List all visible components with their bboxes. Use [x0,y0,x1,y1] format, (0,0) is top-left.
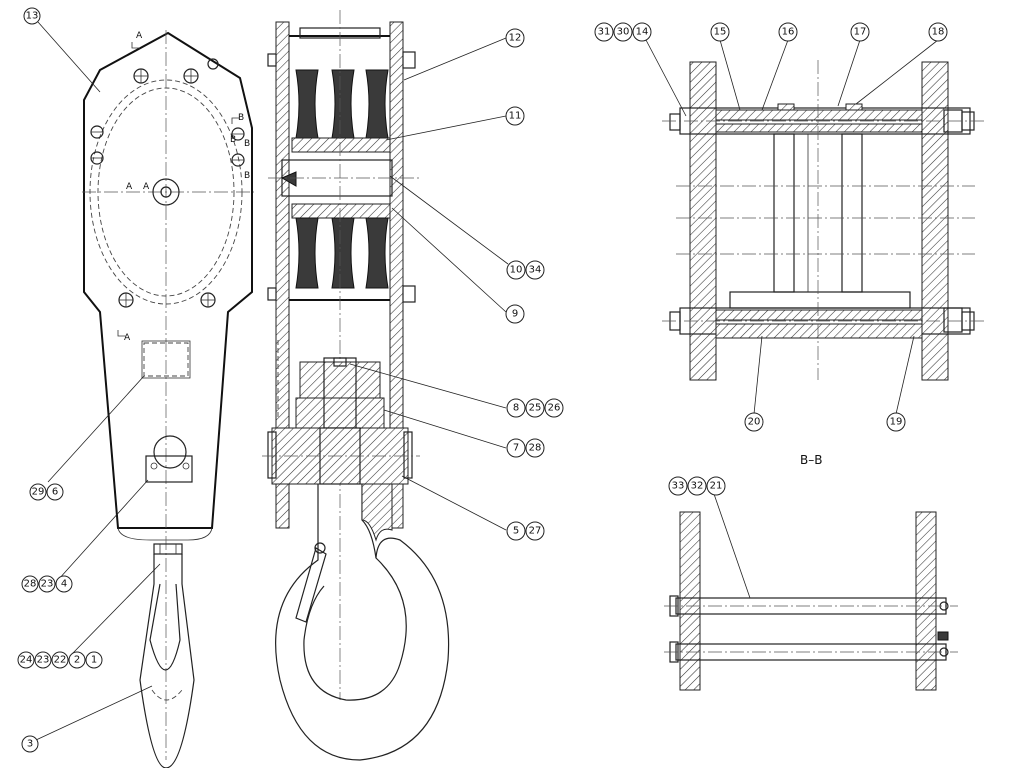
svg-text:2: 2 [74,655,80,666]
section-b-b-title: B–B [800,453,822,467]
callout-28-23-4: 28 23 4 [21,575,73,593]
bb-top-shaft [662,103,985,135]
section-mark-a-top: A [136,31,143,41]
bolt-holes [90,58,245,308]
svg-text:9: 9 [512,309,518,320]
svg-text:5: 5 [513,526,519,537]
callout-24-23-22-2-1: 24 23 22 2 1 [17,651,103,669]
front-view: A A A A B B B B [82,30,254,768]
side-section-view [262,10,450,761]
lower-sheaves [291,203,391,289]
callout-19: 19 [886,412,906,432]
svg-text:20: 20 [748,417,761,428]
svg-text:14: 14 [636,27,649,38]
svg-text:6: 6 [52,487,58,498]
right-side-plate [389,21,404,529]
svg-text:27: 27 [529,526,542,537]
callout-15: 15 [710,22,730,42]
svg-text:18: 18 [932,27,945,38]
callout-18: 18 [928,22,948,42]
left-side-plate [275,21,290,529]
axle-boss [152,178,180,206]
svg-text:11: 11 [509,111,522,122]
callout-31-30-14: 31 30 14 [594,22,652,42]
svg-text:30: 30 [617,27,630,38]
callout-16: 16 [778,22,798,42]
svg-text:8: 8 [513,403,519,414]
callout-33-32-21: 33 32 21 [668,476,726,496]
hook-side [275,483,450,761]
callout-7-28: 7 28 [506,438,545,458]
section-mark-a-right: A [143,182,150,192]
svg-text:33: 33 [672,481,685,492]
callout-17: 17 [850,22,870,42]
svg-text:23: 23 [37,655,50,666]
pin-right-plate [915,511,937,691]
crosshead-hole [153,435,187,469]
svg-text:12: 12 [509,33,522,44]
crosshead-bracket [145,455,193,483]
callout-3: 3 [21,735,39,753]
leader-lines [35,21,939,741]
svg-text:22: 22 [54,655,67,666]
svg-text:16: 16 [782,27,795,38]
svg-text:13: 13 [26,11,39,22]
callout-20: 20 [744,412,764,432]
svg-text:21: 21 [710,481,723,492]
section-mark-b4: B [244,171,250,181]
section-mark-a-left: A [126,182,133,192]
callout-11: 11 [505,106,525,126]
svg-text:26: 26 [548,403,561,414]
section-mark-b2: B [244,139,250,149]
callout-5-27: 5 27 [506,521,545,541]
svg-text:32: 32 [691,481,704,492]
pin-left-plate [679,511,701,691]
svg-text:10: 10 [510,265,523,276]
svg-text:25: 25 [529,403,542,414]
svg-text:17: 17 [854,27,867,38]
section-mark-a-lower: A [124,333,131,343]
callout-12: 12 [505,28,525,48]
svg-text:15: 15 [714,27,727,38]
callout-8-25-26: 8 25 26 [506,398,564,418]
svg-text:23: 23 [41,579,54,590]
upper-sheaves [291,69,391,153]
svg-text:28: 28 [529,443,542,454]
callout-10-34: 10 34 [506,260,545,280]
callout-bubbles: 13 12 11 10 34 9 8 25 26 7 28 5 27 29 [17,7,948,753]
svg-text:28: 28 [24,579,37,590]
svg-text:34: 34 [529,265,542,276]
callout-29-6: 29 6 [29,483,64,501]
bb-bottom-shaft [662,291,985,339]
svg-text:24: 24 [20,655,33,666]
nameplate-window [143,342,189,377]
crosshead-assembly [262,357,420,485]
svg-text:3: 3 [27,739,33,750]
svg-text:7: 7 [513,443,519,454]
section-mark-b3: B [230,135,236,145]
section-b-b-view: B–B [662,60,985,467]
svg-text:19: 19 [890,417,903,428]
bb-left-plate [689,61,717,381]
callout-9: 9 [505,304,525,324]
side-plate-outline [83,31,253,529]
hook-shank-front [139,543,195,768]
svg-text:4: 4 [61,579,67,590]
svg-text:29: 29 [32,487,45,498]
svg-text:31: 31 [598,27,611,38]
svg-text:1: 1 [91,655,97,666]
pin-detail-view [664,511,958,691]
callout-13: 13 [23,7,41,25]
section-mark-b1: B [238,113,244,123]
